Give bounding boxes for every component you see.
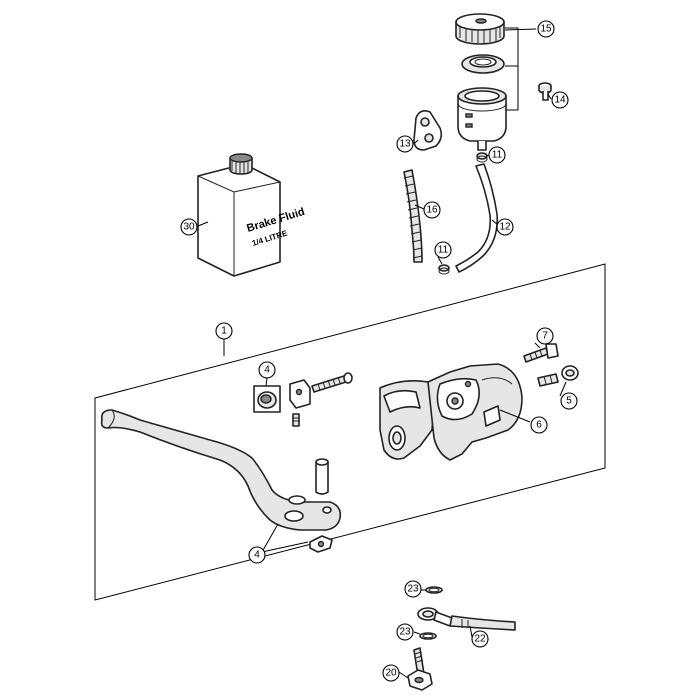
callout-23-top: 23 xyxy=(404,580,422,598)
svg-text:5: 5 xyxy=(566,396,572,407)
svg-text:12: 12 xyxy=(499,222,511,233)
svg-text:11: 11 xyxy=(438,245,449,256)
bracket-13 xyxy=(413,110,443,151)
callout-13: 13 xyxy=(396,135,414,153)
leader-lines xyxy=(197,28,567,679)
o-ring-23-bottom xyxy=(419,632,437,640)
switch-5 xyxy=(537,365,579,387)
svg-text:6: 6 xyxy=(536,420,542,431)
brake-hose-22 xyxy=(449,615,516,631)
svg-text:15: 15 xyxy=(540,24,552,35)
hose-clip-11-bottom xyxy=(438,264,450,275)
svg-text:11: 11 xyxy=(492,150,503,161)
svg-text:4: 4 xyxy=(254,550,260,561)
svg-text:13: 13 xyxy=(399,139,411,150)
callout-5: 5 xyxy=(560,392,578,410)
reservoir-cap xyxy=(455,13,505,45)
hose-12 xyxy=(455,163,499,273)
reservoir-bracket-lead xyxy=(505,27,519,111)
reservoir-diaphragm xyxy=(461,54,505,74)
callout-16: 16 xyxy=(423,201,441,219)
callout-4-top: 4 xyxy=(258,361,276,379)
o-ring-23-top xyxy=(425,586,443,594)
screw-14 xyxy=(538,82,552,101)
pivot-bolt xyxy=(315,458,329,495)
lever-nut-4 xyxy=(309,535,333,553)
svg-text:14: 14 xyxy=(554,95,566,106)
assembly-panel-outline xyxy=(94,263,606,601)
small-pin xyxy=(292,413,300,427)
master-cylinder-6 xyxy=(379,363,523,461)
callout-1: 1 xyxy=(215,322,233,340)
bolt-7 xyxy=(523,343,559,363)
callout-20: 20 xyxy=(382,664,400,682)
svg-text:20: 20 xyxy=(385,668,397,679)
svg-text:23: 23 xyxy=(407,584,419,595)
callout-22: 22 xyxy=(471,630,489,648)
callout-11-top: 11 xyxy=(488,146,506,164)
svg-text:1: 1 xyxy=(221,326,227,337)
svg-text:7: 7 xyxy=(542,331,548,342)
callout-15: 15 xyxy=(537,20,555,38)
svg-text:23: 23 xyxy=(399,627,411,638)
svg-text:22: 22 xyxy=(474,634,486,645)
spiral-wrap-16 xyxy=(403,169,423,263)
callout-14: 14 xyxy=(551,91,569,109)
svg-text:16: 16 xyxy=(426,205,438,216)
svg-text:4: 4 xyxy=(264,365,270,376)
callout-4-bottom: 4 xyxy=(248,546,266,564)
callout-7: 7 xyxy=(536,327,554,345)
adjuster-knob-4 xyxy=(253,385,281,413)
banjo-fitting xyxy=(417,607,453,627)
callout-11-bottom: 11 xyxy=(434,241,452,259)
hose-clip-11-top xyxy=(476,152,488,163)
brake-lever xyxy=(100,409,342,531)
adjuster-block xyxy=(289,379,311,409)
callout-6: 6 xyxy=(530,416,548,434)
callout-30: 30 xyxy=(180,218,198,236)
callout-23-bottom: 23 xyxy=(396,623,414,641)
brake-fluid-bottle: Brake Fluid 1/4 LITRE xyxy=(197,153,306,277)
adjuster-screw xyxy=(311,372,353,393)
banjo-bolt-20 xyxy=(407,647,433,691)
reservoir-body xyxy=(457,87,507,151)
callout-4-bottom-lead xyxy=(261,523,309,553)
svg-text:30: 30 xyxy=(183,222,195,233)
callout-12: 12 xyxy=(496,218,514,236)
